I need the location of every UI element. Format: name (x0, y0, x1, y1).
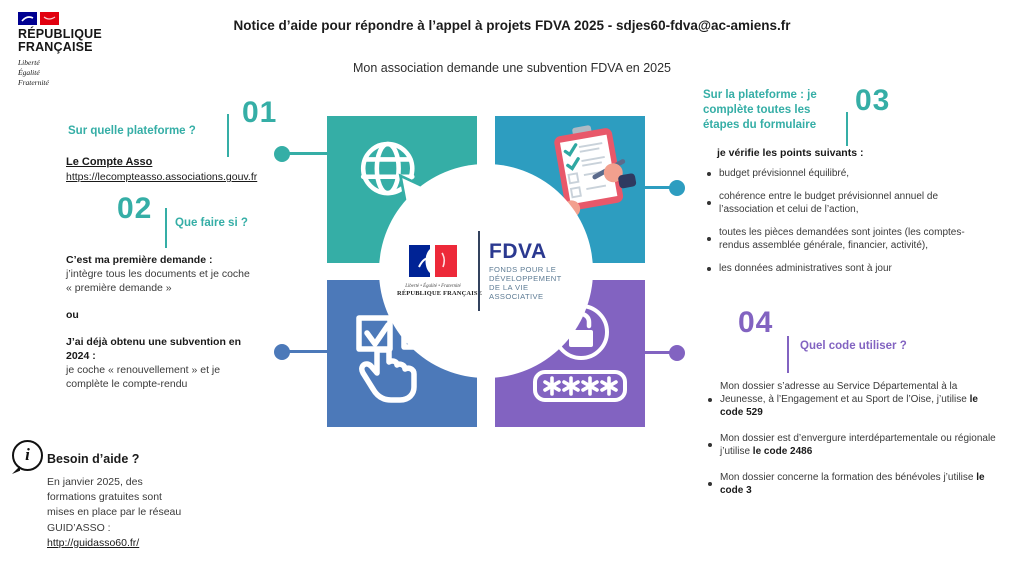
connector-line-04 (645, 351, 678, 354)
fdva-logo-divider (478, 231, 480, 311)
fdva-logo-badge: Liberté • Égalité • Fraternité RÉPUBLIQU… (379, 164, 593, 378)
step04-code-list: Mon dossier s’adresse au Service Départe… (705, 380, 997, 507)
connector-line-01 (283, 152, 328, 155)
help-text-block: En janvier 2025, des formations gratuite… (47, 475, 189, 551)
connector-dot-01 (274, 146, 290, 162)
list-item: Mon dossier est d’envergure interdéparte… (705, 432, 997, 458)
fdva-motto: Liberté • Égalité • Fraternité (405, 284, 461, 289)
fdva-republique-label: RÉPUBLIQUE FRANÇAISE (397, 290, 483, 297)
logo-name-line2: FRANÇAISE (18, 40, 93, 55)
page-subtitle: Mon association demande une subvention F… (352, 61, 672, 75)
flag-red-block (40, 12, 59, 25)
step02-heading: Que faire si ? (175, 217, 248, 229)
renewal-case: J’ai déjà obtenu une subvention en 2024 … (66, 335, 242, 390)
step03-intro: je vérifie les points suivants : (717, 147, 864, 159)
marianne-flag-icon (409, 245, 457, 277)
step04-number: 04 (738, 306, 774, 339)
fdva-acronym: FDVA (489, 239, 547, 263)
connector-line-03 (645, 186, 678, 189)
help-heading: Besoin d’aide ? (47, 452, 140, 466)
step01-divider (227, 114, 229, 157)
connector-line-02 (283, 350, 328, 353)
first-request-case: C’est ma première demande : j’intègre to… (66, 254, 250, 294)
or-label: ou (66, 308, 79, 321)
step02-body: C’est ma première demande : j’intègre to… (66, 254, 254, 392)
fdva-title-block: FDVA FONDS POUR LE DÉVELOPPEMENT DE LA V… (489, 241, 575, 301)
connector-dot-02 (274, 344, 290, 360)
platform-name: Le Compte Asso (66, 156, 153, 168)
step04-divider (787, 336, 789, 373)
list-item: toutes les pièces demandées sont jointes… (704, 226, 991, 252)
step01-heading: Sur quelle plateforme ? (68, 125, 196, 137)
page-title: Notice d’aide pour répondre à l’appel à … (233, 18, 791, 33)
step03-number: 03 (855, 84, 891, 117)
checklist-clipboard-icon (554, 125, 637, 225)
list-item: les données administratives sont à jour (704, 262, 991, 275)
central-graphic: Liberté • Égalité • Fraternité RÉPUBLIQU… (327, 116, 645, 427)
platform-url-link[interactable]: https://lecompteasso.associations.gouv.f… (66, 171, 258, 183)
step03-heading: Sur la plateforme : je complète toutes l… (703, 89, 817, 131)
list-item: Mon dossier s’adresse au Service Départe… (705, 380, 997, 419)
list-item: budget prévisionnel équilibré, (704, 167, 991, 180)
step01-number: 01 (242, 96, 278, 129)
step02-number: 02 (117, 192, 153, 225)
list-item: cohérence entre le budget prévisionnel a… (704, 190, 991, 216)
step03-checklist: budget prévisionnel équilibré, cohérence… (704, 167, 991, 285)
info-icon: i (12, 440, 43, 471)
step02-divider (165, 208, 167, 248)
help-text: En janvier 2025, des formations gratuite… (47, 476, 182, 534)
logo-motto: Liberté Égalité Fraternité (18, 58, 49, 87)
flag-blue-block (18, 12, 37, 25)
fdva-republique-block: Liberté • Égalité • Fraternité RÉPUBLIQU… (397, 245, 483, 297)
connector-dot-03 (669, 180, 685, 196)
guidasso-link[interactable]: http://guidasso60.fr/ (47, 536, 140, 549)
fdva-subtitle: FONDS POUR LE DÉVELOPPEMENT DE LA VIE AS… (489, 264, 562, 302)
list-item: Mon dossier concerne la formation des bé… (705, 471, 997, 497)
republique-francaise-logo: RÉPUBLIQUE FRANÇAISE Liberté Égalité Fra… (18, 12, 128, 88)
french-flag-icon (18, 12, 128, 25)
connector-dot-04 (669, 345, 685, 361)
step03-divider (846, 112, 848, 146)
logo-name-line1: RÉPUBLIQUE (18, 27, 102, 41)
step04-heading: Quel code utiliser ? (800, 340, 907, 352)
